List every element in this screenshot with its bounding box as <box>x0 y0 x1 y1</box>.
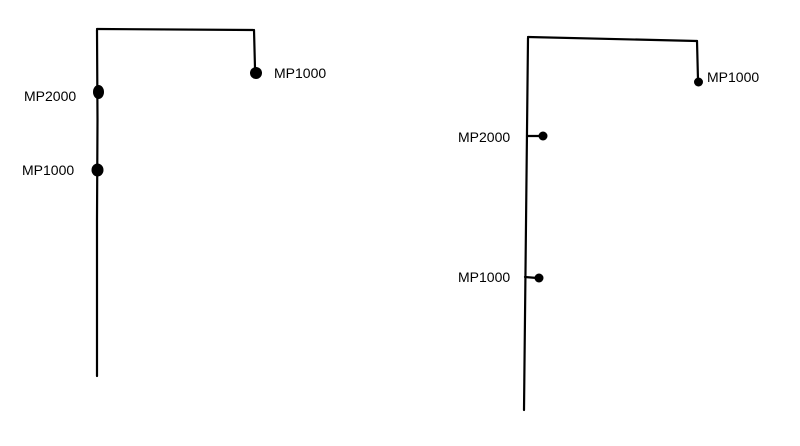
right-lower-label: MP1000 <box>458 269 510 285</box>
right-diagram: MP1000 MP2000 MP1000 <box>458 35 759 412</box>
right-lower-node <box>534 273 544 283</box>
left-top-arm <box>95 27 255 32</box>
left-upper-label: MP2000 <box>24 88 76 104</box>
right-vertical-pole <box>522 36 530 412</box>
right-upper-node <box>538 131 548 141</box>
left-lower-label: MP1000 <box>22 162 74 178</box>
right-right-drop <box>695 39 700 82</box>
left-right-drop <box>252 28 257 70</box>
left-lower-node <box>91 163 104 177</box>
right-top-arm <box>526 35 699 43</box>
left-vertical-pole <box>95 28 99 378</box>
left-diagram: MP1000 MP2000 MP1000 <box>22 27 326 378</box>
right-top-right-label: MP1000 <box>707 69 759 85</box>
right-upper-label: MP2000 <box>458 129 510 145</box>
left-top-right-label: MP1000 <box>274 65 326 81</box>
left-upper-node <box>93 85 104 99</box>
right-top-right-node <box>694 77 703 87</box>
left-top-right-node <box>250 67 262 79</box>
